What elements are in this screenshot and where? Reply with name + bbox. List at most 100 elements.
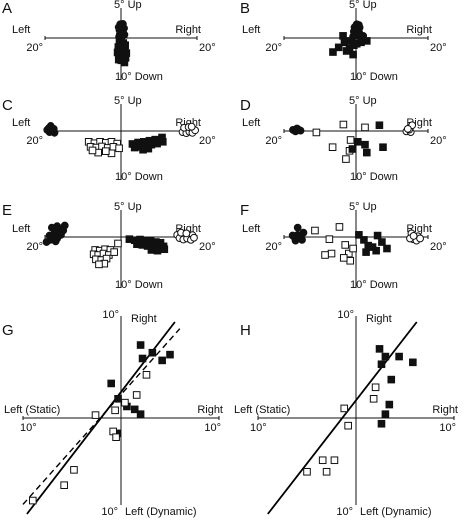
left-tick-label: 10° xyxy=(20,422,37,434)
point-filled-square xyxy=(362,248,370,256)
point-filled-square xyxy=(107,379,116,388)
point-open-square xyxy=(371,383,380,392)
up-label: 5° Up xyxy=(114,95,142,107)
right-tick-label: 10° xyxy=(204,422,221,434)
point-open-square xyxy=(121,398,129,407)
point-filled-square xyxy=(373,231,382,240)
bottom-label: Left (Dynamic) xyxy=(360,506,432,518)
point-open-square xyxy=(345,249,353,258)
left-tick-label: 20° xyxy=(265,42,282,54)
point-filled-square xyxy=(144,144,153,153)
point-open-square xyxy=(369,395,378,403)
point-filled-square xyxy=(148,348,157,357)
up-label: 5° Up xyxy=(349,0,377,11)
right-axis-label: Right xyxy=(432,404,458,416)
left-label: Left xyxy=(242,117,260,129)
panel-letter: G xyxy=(2,322,14,339)
point-filled-square xyxy=(114,55,123,64)
right-tick-label: 20° xyxy=(430,241,447,253)
point-filled-square xyxy=(329,48,337,56)
up-label: 5° Up xyxy=(349,95,377,107)
fit-line-solid xyxy=(267,321,418,515)
down-label: 10° Down xyxy=(350,71,398,83)
point-filled-square xyxy=(114,395,122,403)
point-open-square xyxy=(60,481,68,489)
left-axis-label: Left (Static) xyxy=(4,404,60,416)
point-filled-circle xyxy=(51,237,60,246)
right-axis-label: Right xyxy=(197,404,223,416)
point-open-square xyxy=(111,406,119,415)
point-filled-square xyxy=(339,32,347,40)
point-open-square xyxy=(91,411,100,419)
down-label: 10° Down xyxy=(115,71,163,83)
left-tick-label: 20° xyxy=(26,135,43,147)
top-tick-label: 10° xyxy=(102,309,119,321)
point-filled-square xyxy=(334,43,343,52)
point-filled-square xyxy=(159,138,167,146)
point-filled-square xyxy=(395,352,403,361)
down-label: 10° Down xyxy=(115,171,163,183)
right-label: Right xyxy=(406,24,432,36)
left-tick-label: 20° xyxy=(265,135,282,147)
up-label: 5° Up xyxy=(349,201,377,213)
panel-letter: H xyxy=(240,322,251,339)
point-open-square xyxy=(342,155,350,163)
point-filled-circle xyxy=(293,223,302,232)
point-open-circle xyxy=(416,234,424,243)
left-tick-label: 20° xyxy=(265,241,282,253)
point-filled-square xyxy=(355,231,363,239)
point-open-square xyxy=(311,226,319,235)
point-open-square xyxy=(344,421,352,430)
left-label: Left xyxy=(12,223,30,235)
point-filled-square xyxy=(377,360,386,369)
point-open-square xyxy=(102,147,110,155)
top-right-label: Right xyxy=(366,313,392,325)
point-filled-square xyxy=(136,410,145,418)
point-open-square xyxy=(95,260,103,269)
point-filled-circle xyxy=(293,124,301,133)
panel-letter: E xyxy=(2,202,12,219)
point-open-square xyxy=(303,467,311,476)
point-filled-square xyxy=(166,350,174,359)
point-filled-square xyxy=(361,140,369,149)
point-open-square xyxy=(88,146,97,155)
point-open-square xyxy=(346,256,355,265)
point-filled-square xyxy=(368,243,377,251)
top-right-label: Right xyxy=(131,313,157,325)
point-open-circle xyxy=(409,232,418,240)
point-open-square xyxy=(112,433,120,441)
left-label: Left xyxy=(242,223,260,235)
point-open-square xyxy=(318,456,327,465)
point-open-square xyxy=(361,123,369,132)
point-filled-square xyxy=(138,354,147,363)
up-label: 5° Up xyxy=(114,0,142,11)
point-filled-square xyxy=(349,50,357,59)
point-open-square xyxy=(327,249,336,258)
panel-letter: A xyxy=(2,0,12,17)
point-filled-square xyxy=(383,244,391,253)
point-filled-circle xyxy=(60,221,69,230)
point-filled-square xyxy=(360,236,368,244)
point-filled-square xyxy=(130,405,139,414)
point-open-square xyxy=(29,496,37,505)
point-open-square xyxy=(339,254,348,262)
left-label: Left xyxy=(12,24,30,36)
point-filled-square xyxy=(160,245,169,254)
panel-letter: B xyxy=(240,0,250,17)
point-filled-square xyxy=(381,352,390,361)
left-tick-label: 20° xyxy=(26,241,43,253)
right-tick-label: 20° xyxy=(199,42,216,54)
point-open-square xyxy=(114,239,122,248)
point-open-square xyxy=(328,143,337,151)
point-open-circle xyxy=(403,124,412,133)
point-open-square xyxy=(312,128,321,137)
point-filled-square xyxy=(385,400,394,409)
point-open-square xyxy=(132,391,141,399)
point-open-circle xyxy=(182,229,191,238)
up-label: 5° Up xyxy=(114,201,142,213)
